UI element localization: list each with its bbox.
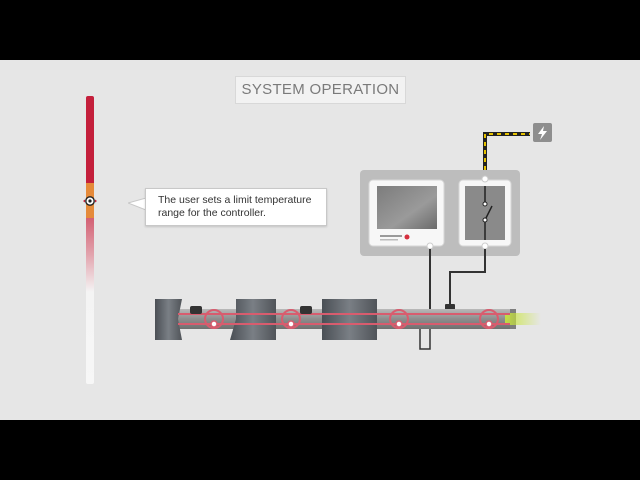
pipe-fitting-left	[155, 299, 182, 340]
info-callout: The user sets a limit temperature range …	[145, 188, 327, 226]
callout-text: The user sets a limit temperature range …	[158, 194, 320, 220]
cable-connectors	[190, 306, 312, 314]
callout-line-1: The user sets a limit temperature	[158, 194, 312, 206]
switch-icon	[458, 175, 512, 250]
system-diagram	[155, 123, 552, 350]
section-title: SYSTEM OPERATION	[235, 76, 406, 104]
thermometer-bar	[86, 96, 94, 384]
callout-line-2: range for the controller.	[158, 207, 266, 219]
sensor-probe-wire	[419, 324, 431, 350]
temperature-controller	[368, 179, 445, 250]
animation-stage: SYSTEM OPERATION The user sets a limit t…	[0, 60, 640, 420]
power-supply-cable	[483, 132, 530, 178]
pipe-fitting-right	[322, 299, 377, 340]
cable-clamps	[204, 309, 500, 329]
target-icon	[83, 196, 97, 206]
controller-screen	[377, 186, 437, 229]
fluid-flow	[505, 313, 541, 325]
controller-led	[404, 234, 410, 240]
lightning-bolt-icon	[533, 123, 552, 142]
pipe-fitting-middle	[230, 299, 276, 340]
heating-supply-wire	[449, 249, 486, 312]
heating-cable	[178, 313, 510, 325]
